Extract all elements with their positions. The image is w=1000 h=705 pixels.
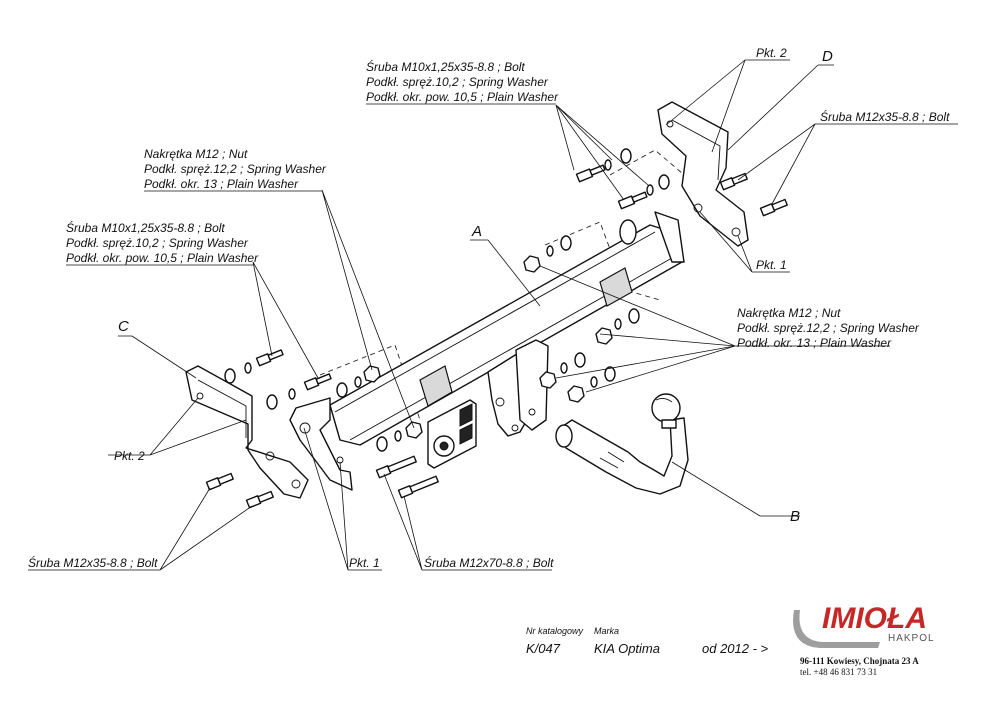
part-letter-c: C [118,318,129,335]
catalog-value: K/047 [526,641,561,656]
drawing [185,101,788,509]
part-letter-b: B [790,508,800,525]
nut-m12-right-line-2: Podkł. spręż.12,2 ; Spring Washer [737,321,920,335]
bolt-m12-left-1 [205,472,234,491]
logo-swoosh-icon [793,610,880,648]
bolt-m12x35-right-label: Śruba M12x35-8.8 ; Bolt [820,109,950,124]
bolt-m10-left-1 [255,349,284,367]
pkt2-top-label: Pkt. 2 [756,46,787,60]
tow-ball-arm-b [555,393,689,495]
catalog-label: Nr katalogowy [526,626,584,636]
bolt-m12-left-2 [245,490,274,509]
bolt-m12x70-1 [375,455,417,479]
bracket-c [185,365,309,499]
bolt-m10-top-line-1: Śruba M10x1,25x35-8.8 ; Bolt [366,59,525,74]
company-logo: IMIOŁA HAKPOL [793,602,935,648]
bolt-m10-left-line-3: Podkł. okr. pow. 10,5 ; Plain Washer [66,251,259,265]
nut-m12-left-line-2: Podkł. spręż.12,2 ; Spring Washer [144,162,327,176]
nut-m12-left-line-3: Podkł. okr. 13 ; Plain Washer [144,177,299,191]
bolt-m10-top-2 [617,191,648,210]
brand-label: Marka [594,626,619,636]
bolt-m10-top-line-2: Podkł. spręż.10,2 ; Spring Washer [366,75,549,89]
company-phone: tel. +48 46 831 73 31 [800,667,877,677]
company-address: 96-111 Kowiesy, Chojnata 23 A [800,656,919,666]
bolt-m10-top-line-3: Podkł. okr. pow. 10,5 ; Plain Washer [366,90,559,104]
bolt-m12x35-left-label: Śruba M12x35-8.8 ; Bolt [28,555,158,570]
bolt-m12-right-2 [759,198,788,217]
socket-plate [427,399,477,469]
part-letter-a: A [471,223,482,240]
nut-m12-right-line-1: Nakrętka M12 ; Nut [737,306,841,320]
pkt1-right-label: Pkt. 1 [756,258,787,272]
bolt-m10-left-2 [303,373,332,391]
logo-subtitle: HAKPOL [888,633,935,644]
brand-value: KIA Optima [594,641,660,656]
end-plate-left [289,397,353,491]
bolt-m12x70-2 [397,475,439,499]
nut-m12-left-line-1: Nakrętka M12 ; Nut [144,147,248,161]
part-letter-d: D [822,48,833,65]
bolt-m12x70-label: Śruba M12x70-8.8 ; Bolt [424,555,554,570]
bolt-m10-left-line-1: Śruba M10x1,25x35-8.8 ; Bolt [66,220,225,235]
fasteners [205,148,788,509]
bolt-m10-left-line-2: Podkł. spręż.10,2 ; Spring Washer [66,236,249,250]
title-block: Nr katalogowy K/047 Marka KIA Optima od … [526,626,769,656]
pkt2-left-label: Pkt. 2 [114,449,145,463]
dashed-guides [319,149,691,421]
nut-m12-right-line-3: Podkł. okr. 13 ; Plain Washer [737,336,892,350]
callout-nut-m12-right: Nakrętka M12 ; Nut Podkł. spręż.12,2 ; S… [737,306,920,350]
callout-nut-m12-left: Nakrętka M12 ; Nut Podkł. spręż.12,2 ; S… [144,147,327,192]
logo-wordmark: IMIOŁA [822,602,927,635]
bracket-d [657,101,749,247]
center-plates [487,339,549,437]
callout-bolt-m10-top: Śruba M10x1,25x35-8.8 ; Bolt Podkł. sprę… [366,59,559,105]
years-value: od 2012 - > [702,641,769,656]
crossbar-a [329,211,685,446]
pkt1-bottom-label: Pkt. 1 [349,556,380,570]
leader-lines [28,59,958,571]
bolt-m10-top-1 [575,164,606,183]
callout-bolt-m10-left: Śruba M10x1,25x35-8.8 ; Bolt Podkł. sprę… [66,220,259,266]
bolt-m12-right-1 [719,172,748,191]
